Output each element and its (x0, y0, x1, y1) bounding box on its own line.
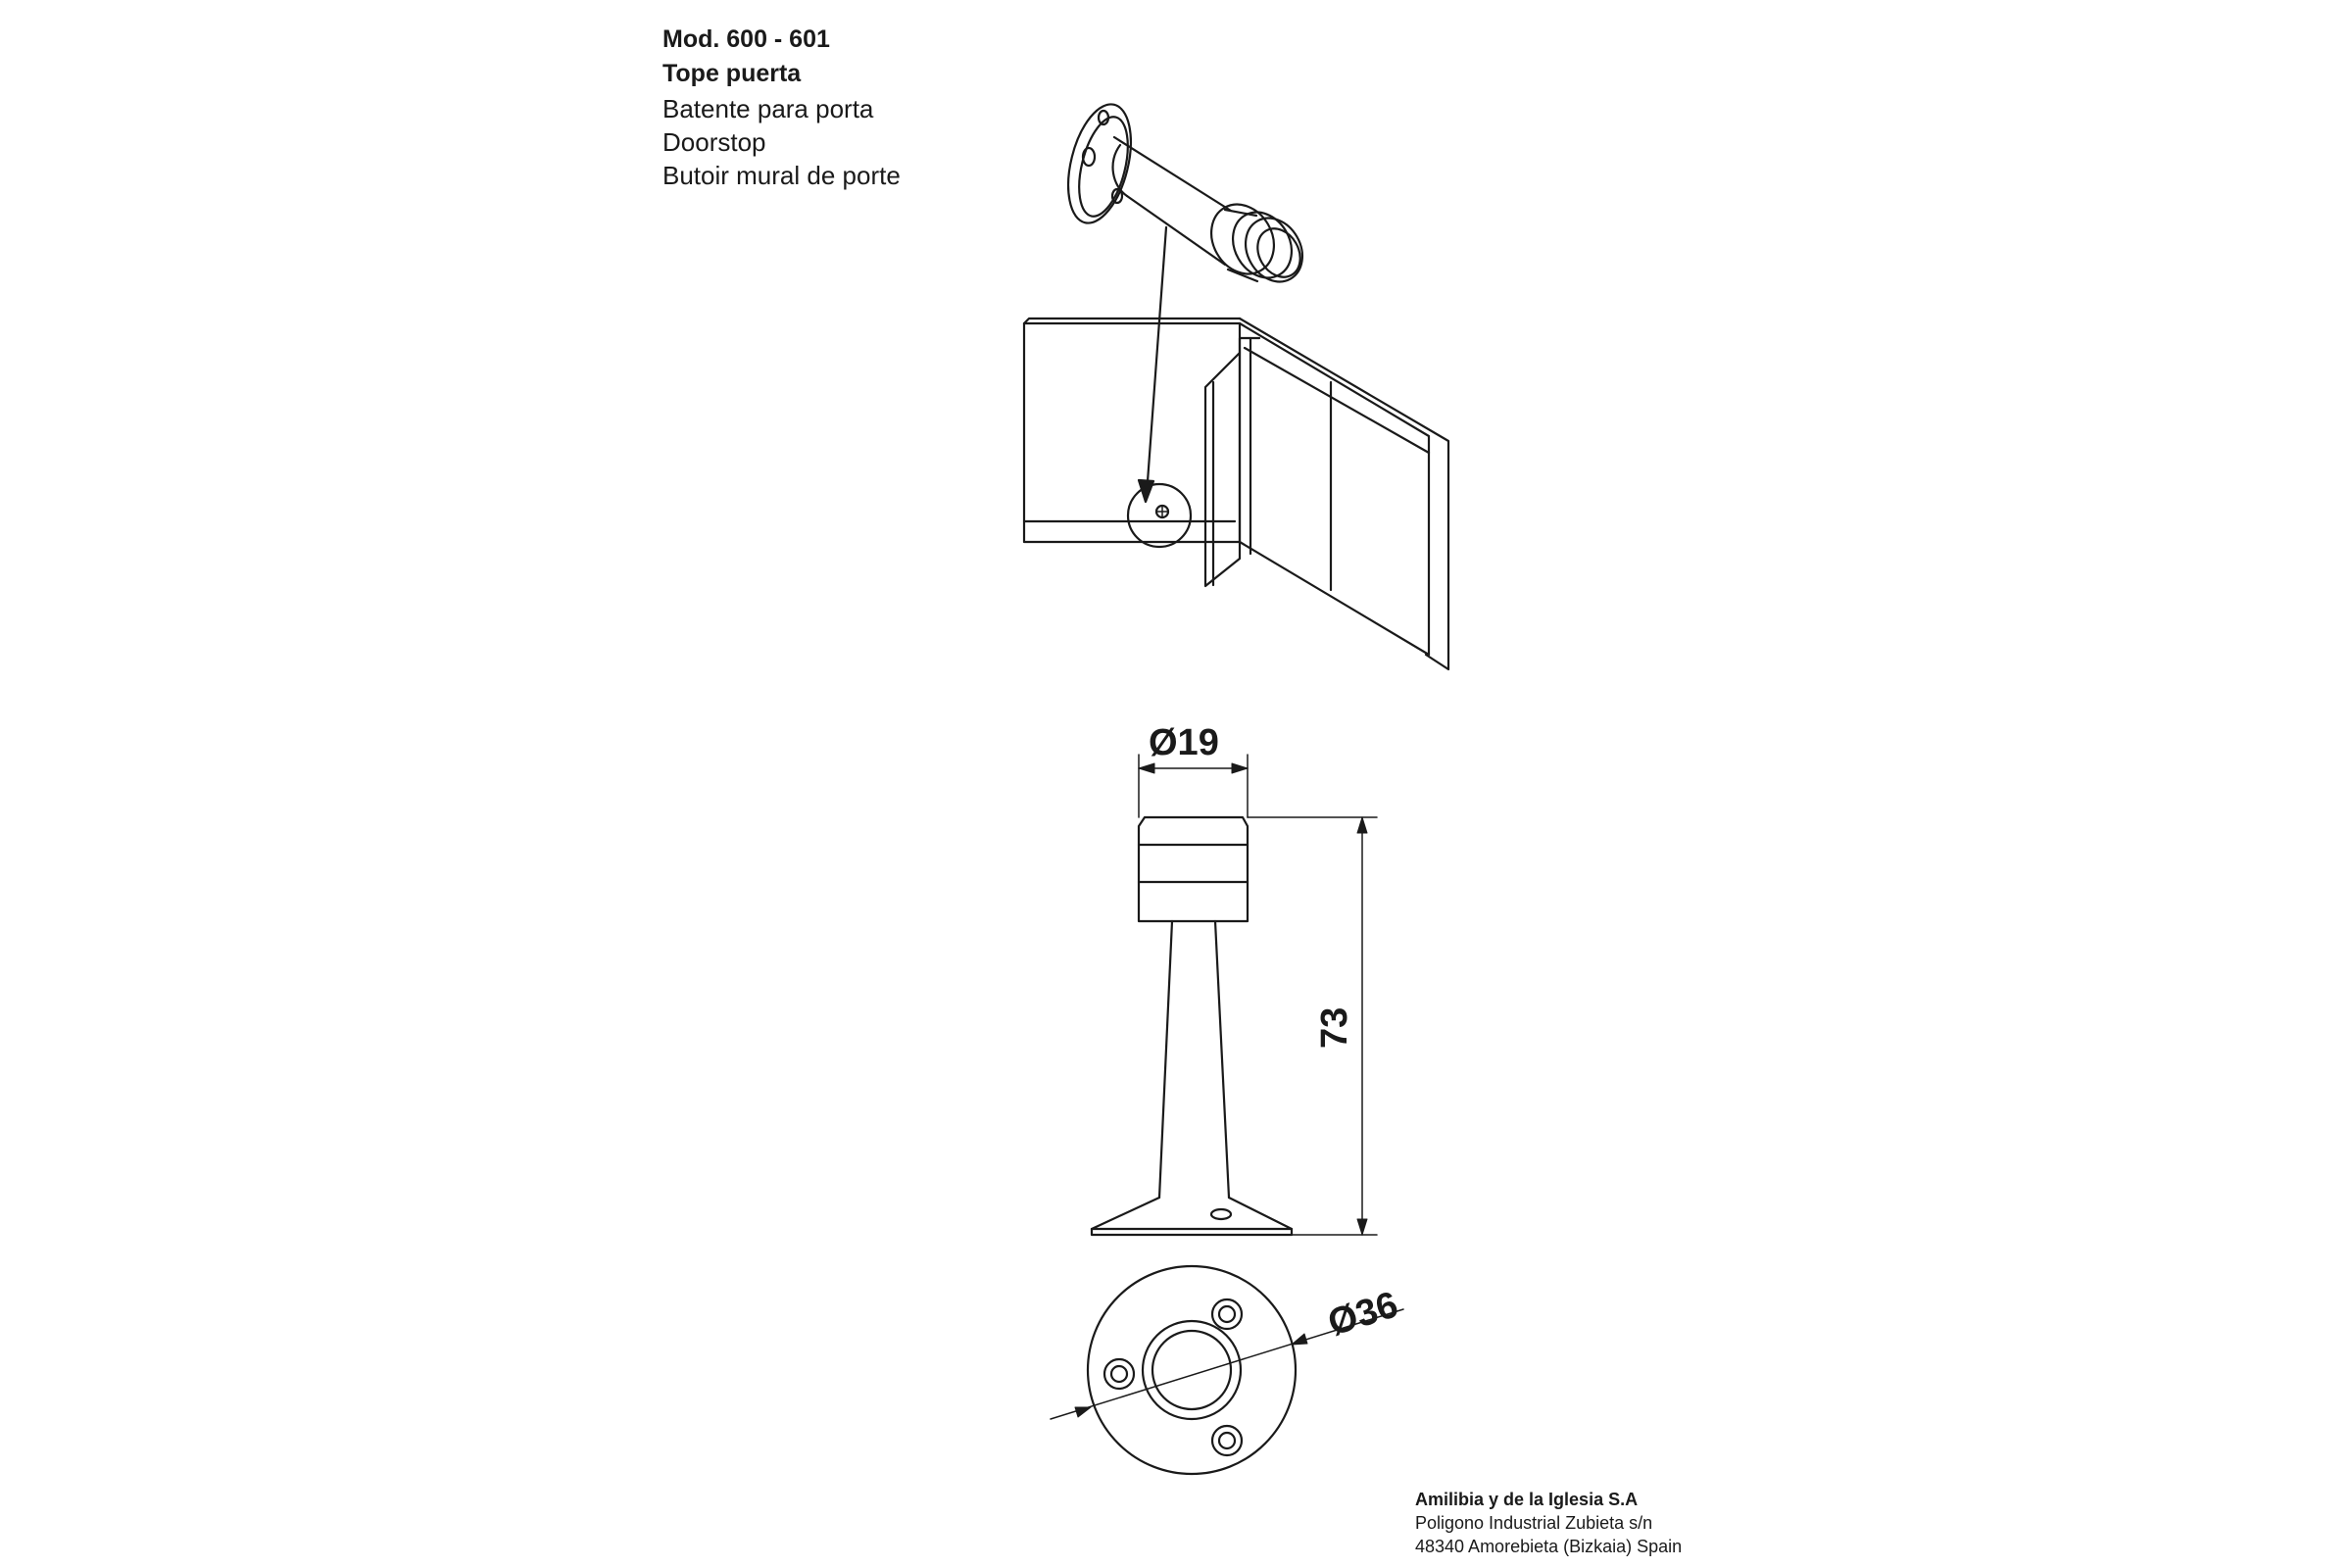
product-name-es: Tope puerta (662, 60, 802, 87)
isometric-door-wall (1022, 317, 1450, 671)
product-name-fr: Butoir mural de porte (662, 161, 901, 190)
plan-view (1050, 1264, 1404, 1476)
front-elevation (1090, 754, 1378, 1237)
company-block: Amilibia y de la Iglesia S.A Poligono In… (1415, 1491, 1682, 1561)
screw-hole (1102, 1357, 1136, 1391)
dimension-height: 73 (1314, 1007, 1355, 1049)
screw-hole (1210, 1298, 1244, 1331)
detail-circle (1126, 482, 1193, 549)
model-number: Mod. 600 - 601 (662, 25, 830, 53)
screw-hole (1210, 1424, 1244, 1457)
screw-hole (1097, 109, 1110, 126)
isometric-doorstop (1067, 103, 1304, 504)
dimension-head-diameter: Ø19 (1149, 722, 1219, 763)
screw-hole (1081, 146, 1097, 168)
screw-hole (1110, 187, 1124, 205)
company-address-line1: Poligono Industrial Zubieta s/n (1415, 1513, 1653, 1533)
product-name-pt: Batente para porta (662, 94, 874, 123)
dimension-base-diameter: Ø36 (1323, 1284, 1402, 1344)
company-name: Amilibia y de la Iglesia S.A (1415, 1490, 1639, 1509)
title-block: Mod. 600 - 601 Tope puerta Batente para … (662, 27, 901, 196)
product-name-en: Doorstop (662, 127, 766, 157)
company-address-line2: 48340 Amorebieta (Bizkaia) Spain (1415, 1537, 1683, 1556)
